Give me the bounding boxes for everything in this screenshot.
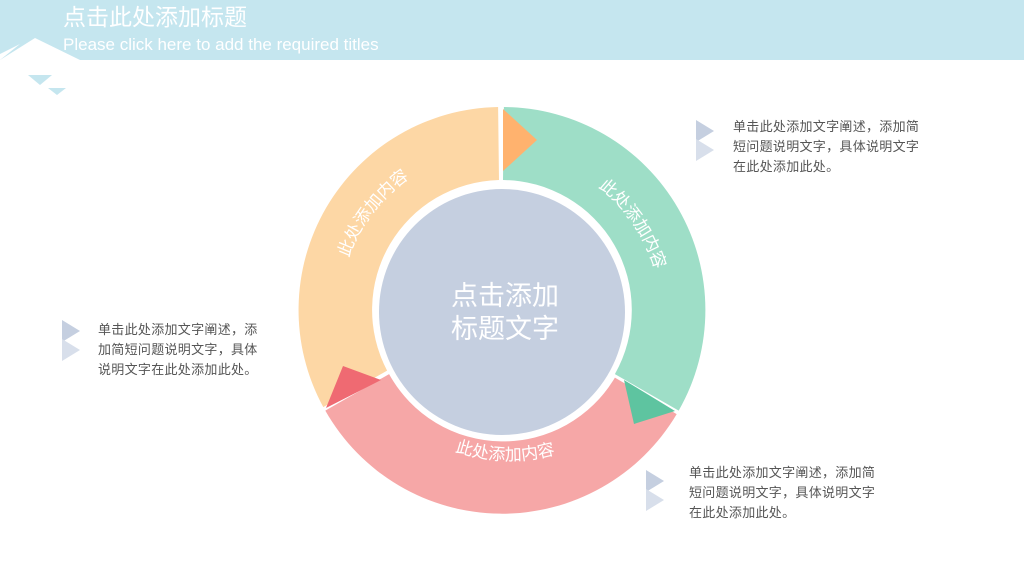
note-chevron-icon [646,470,664,511]
header-decoration [0,38,80,95]
segment-right[interactable] [503,107,706,411]
center-title-line1: 点击添加 [451,281,559,312]
page-title[interactable]: 点击此处添加标题 [63,5,247,31]
note-line: 单击此处添加文字阐述，添 [98,323,258,338]
note-line: 说明文字在此处添加此处。 [98,363,258,378]
segment-left[interactable] [298,107,499,408]
segment-bottom[interactable] [325,374,677,514]
note-line: 短问题说明文字，具体说明文字 [733,140,920,155]
note-chevron-icon [696,120,714,161]
note-line: 短问题说明文字，具体说明文字 [689,486,876,501]
note-top-right[interactable]: 单击此处添加文字阐述，添加简 短问题说明文字，具体说明文字 在此处添加此处。 [733,118,919,178]
center-title-line2: 标题文字 [451,314,559,345]
arrow-tip-left [326,366,381,408]
note-left[interactable]: 单击此处添加文字阐述，添 加简短问题说明文字，具体 说明文字在此处添加此处。 [98,321,258,381]
arrow-tip-top [503,109,537,171]
note-line: 在此处添加此处。 [689,506,796,521]
arrow-tip-right [624,380,675,424]
note-line: 在此处添加此处。 [733,160,840,175]
note-bottom-right[interactable]: 单击此处添加文字阐述，添加简 短问题说明文字，具体说明文字 在此处添加此处。 [689,464,875,524]
header-band [0,0,1024,60]
center-circle[interactable] [379,189,625,435]
note-line: 加简短问题说明文字，具体 [98,343,258,358]
note-chevron-icon [62,320,80,361]
page-subtitle[interactable]: Please click here to add the required ti… [63,35,379,54]
note-line: 单击此处添加文字阐述，添加简 [689,466,876,481]
note-line: 单击此处添加文字阐述，添加简 [733,120,920,135]
